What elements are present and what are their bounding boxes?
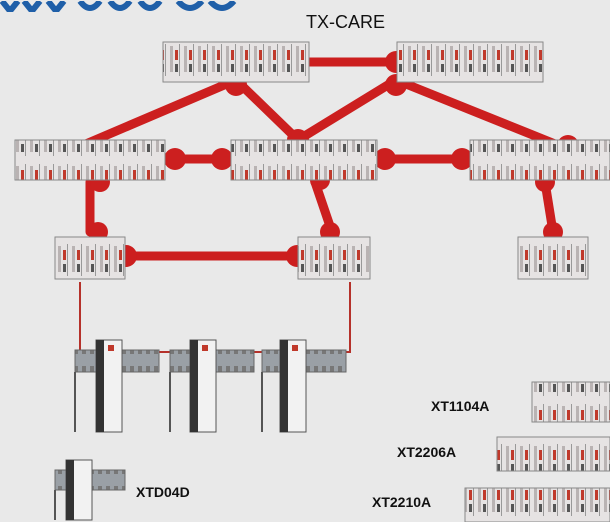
legend-label-xt2206a: XT2206A <box>397 444 457 460</box>
dist-rack-2 <box>230 139 378 181</box>
dist-rack-1 <box>14 139 166 181</box>
brand-logo-fragment <box>0 0 237 12</box>
core-rack-1 <box>162 41 310 83</box>
brand-strip <box>0 0 250 12</box>
din-module-1 <box>74 339 160 433</box>
legend-label-xt1104a: XT1104A <box>431 398 490 414</box>
access-rack-2 <box>297 236 371 280</box>
legend-label-xtd04d: XTD04D <box>136 484 190 500</box>
legend-xt2206a-device <box>496 436 610 472</box>
legend-label-xt2210a: XT2210A <box>372 494 432 510</box>
access-rack-3 <box>517 236 589 280</box>
legend-xt2210a-device <box>464 487 610 522</box>
diagram-title: TX-CARE <box>306 12 386 32</box>
link-core2-dist2 <box>293 75 401 145</box>
din-module-3 <box>261 339 347 433</box>
core-rack-2 <box>396 41 544 83</box>
legend-xt1104a-device <box>531 381 610 423</box>
din-module-2 <box>169 339 255 433</box>
access-rack-1 <box>54 236 126 280</box>
legend-xtd04d-device <box>54 459 126 521</box>
dist-rack-3 <box>469 139 610 181</box>
link-core2-dist3 <box>391 75 570 153</box>
link-core1-dist2 <box>231 75 303 145</box>
